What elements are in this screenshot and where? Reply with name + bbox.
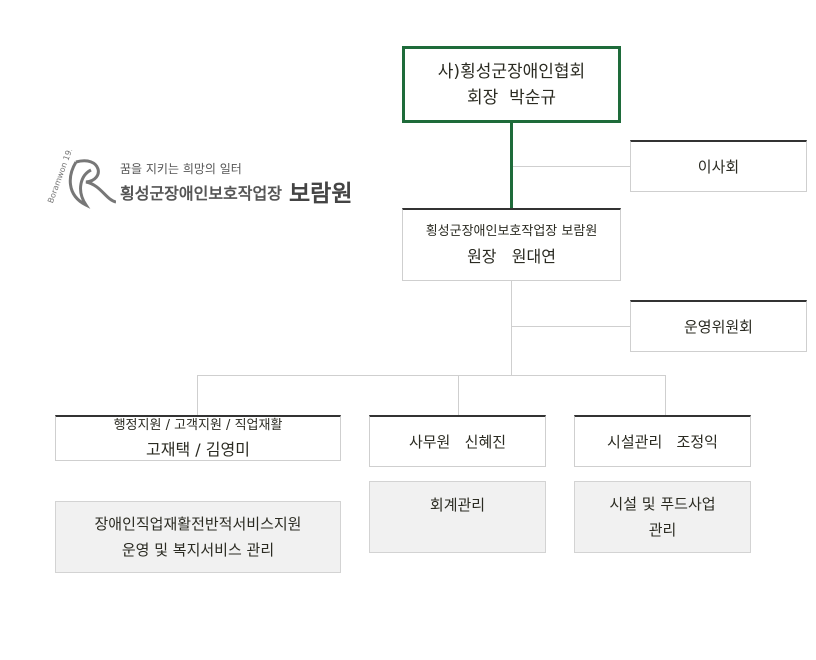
dept-facility-title: 시설관리 조정익 xyxy=(607,433,718,451)
duty-text: 운영 및 복지서비스 관리 xyxy=(121,541,275,559)
connector xyxy=(511,280,512,375)
president-org: 사)횡성군장애인협회 xyxy=(437,61,586,82)
dept-facility-box: 시설관리 조정익 xyxy=(574,415,751,467)
connector xyxy=(197,375,198,415)
dept-facility-duty: 시설 및 푸드사업 관리 xyxy=(574,481,751,553)
connector xyxy=(510,122,513,208)
dept-office-duty: 회계관리 xyxy=(369,481,546,553)
dept-admin-title: 행정지원 / 고객지원 / 직업재활 xyxy=(113,417,283,433)
connector xyxy=(197,375,666,376)
committee-box: 운영위원회 xyxy=(630,300,807,352)
dept-admin-duty: 장애인직업재활전반적서비스지원 운영 및 복지서비스 관리 xyxy=(55,501,341,573)
connector xyxy=(511,326,630,327)
connector xyxy=(458,375,459,415)
dept-admin-name: 고재택 / 김영미 xyxy=(146,439,250,459)
logo-slogan: 꿈을 지키는 희망의 일터 xyxy=(120,162,242,176)
logo: Boramwon 1990 꿈을 지키는 희망의 일터 횡성군장애인보호작업장 … xyxy=(46,150,366,215)
director-box: 횡성군장애인보호작업장 보람원 원장 원대연 xyxy=(402,208,621,281)
president-box: 사)횡성군장애인협회 회장 박순규 xyxy=(402,46,621,123)
committee-label: 운영위원회 xyxy=(683,318,753,336)
director-org: 횡성군장애인보호작업장 보람원 xyxy=(425,224,598,239)
board-box: 이사회 xyxy=(630,140,807,192)
dept-admin-box: 행정지원 / 고객지원 / 직업재활 고재택 / 김영미 xyxy=(55,415,341,461)
duty-text: 시설 및 푸드사업 xyxy=(609,495,716,513)
connector xyxy=(665,375,666,415)
logo-mark-icon: Boramwon 1990 xyxy=(46,150,116,209)
duty-text: 관리 xyxy=(648,521,677,539)
svg-text:Boramwon 1990: Boramwon 1990 xyxy=(46,150,77,204)
dept-office-title: 사무원 신혜진 xyxy=(408,433,507,451)
logo-org-name: 횡성군장애인보호작업장 xyxy=(120,184,282,203)
duty-text: 장애인직업재활전반적서비스지원 xyxy=(94,515,302,533)
connector xyxy=(513,166,630,167)
logo-brand: 보람원 xyxy=(289,181,353,207)
board-label: 이사회 xyxy=(697,158,740,176)
dept-office-box: 사무원 신혜진 xyxy=(369,415,546,467)
duty-text: 회계관리 xyxy=(429,496,486,514)
director-name: 원장 원대연 xyxy=(467,247,556,266)
president-name: 회장 박순규 xyxy=(466,87,556,108)
